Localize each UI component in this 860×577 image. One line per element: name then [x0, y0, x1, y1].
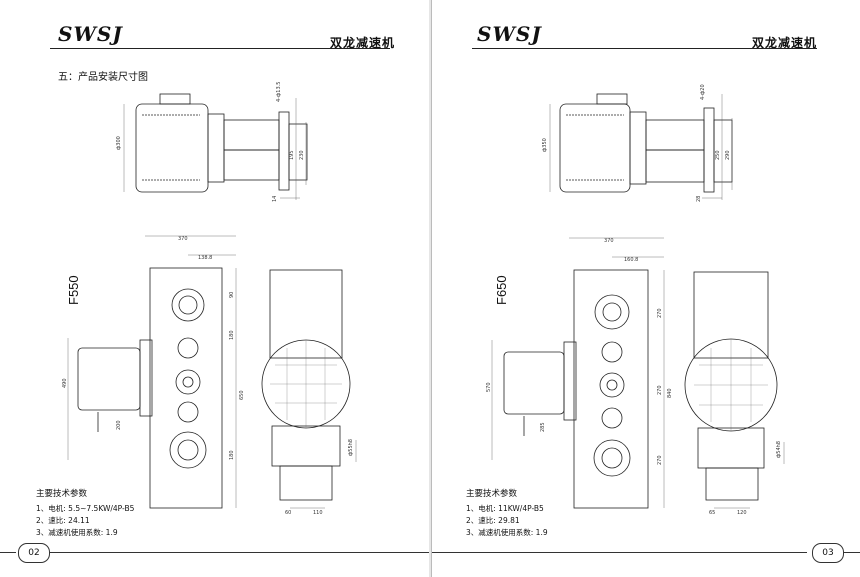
dim-bolt: 4-ф20: [700, 84, 706, 100]
motor-side: [77, 347, 141, 411]
specs-title: 主要技术参数: [466, 489, 518, 499]
motor-body: [135, 103, 209, 193]
section-title: 五：产品安装尺寸图: [58, 72, 148, 83]
dim-b: 230: [299, 150, 305, 160]
dim-v3: 180: [229, 450, 235, 460]
dim-v4: 650: [239, 390, 245, 400]
dim-width: 370: [604, 238, 614, 244]
spec-ratio: 2、速比: 24.11: [36, 516, 90, 525]
dim-v1: 90: [229, 292, 235, 298]
book-spine: [429, 0, 431, 577]
motor-flange: [629, 111, 647, 185]
dim-width2: 160.8: [624, 257, 638, 263]
page-number: 03: [812, 543, 844, 563]
header-rule: [472, 48, 817, 49]
motor-flange: [207, 113, 225, 183]
gearbox-body: [149, 267, 223, 509]
motor-side: [503, 351, 565, 415]
bearing-top: [171, 288, 205, 322]
brand-logo: SWSJ: [477, 22, 542, 46]
tech-specs: 主要技术参数 1、电机: 5.5~7.5KW/4P-B5 2、速比: 24.11…: [36, 488, 134, 539]
output-flange: [703, 107, 715, 193]
footer-rule: [432, 552, 807, 553]
terminal-box: [596, 93, 628, 105]
dim-a: 250: [715, 150, 721, 160]
dim-v2: 180: [229, 330, 235, 340]
brand-name: 双龙减速机: [330, 36, 396, 50]
specs-title: 主要技术参数: [36, 489, 88, 499]
tech-specs: 主要技术参数 1、电机: 11KW/4P-B5 2、速比: 29.81 3、减速…: [466, 488, 548, 539]
spec-motor: 1、电机: 11KW/4P-B5: [466, 504, 544, 513]
page-number: 02: [18, 543, 50, 563]
dim-s1: 65: [709, 510, 715, 516]
dim-v4: 840: [667, 388, 673, 398]
terminal-box: [159, 93, 191, 105]
dim-v2: 270: [657, 385, 663, 395]
dim-c: 14: [272, 196, 278, 202]
dim-s2: 120: [737, 510, 747, 516]
dim-h2: 200: [116, 420, 122, 430]
dim-b: 290: [725, 150, 731, 160]
footer-rule: [0, 552, 16, 553]
dim-bolt: 4-ф13.5: [276, 82, 282, 102]
right-page: SWSJ 双龙减速机 F650 主要技术参数 1、电机: 11KW/4P-B5 …: [431, 0, 860, 577]
brand-name: 双龙减速机: [752, 36, 818, 50]
bearing-bottom: [169, 431, 207, 469]
output-flange: [278, 111, 290, 191]
dim-width: 370: [178, 236, 188, 242]
left-page: SWSJ 双龙减速机 五：产品安装尺寸图 F550 主要技术参数 1、电机: 5…: [0, 0, 430, 577]
header-rule: [50, 48, 390, 49]
dim-shaft: ф54h8: [776, 441, 782, 458]
spec-service-factor: 3、减速机使用系数: 1.9: [36, 528, 118, 537]
spec-motor: 1、电机: 5.5~7.5KW/4P-B5: [36, 504, 135, 513]
dim-flange: ф350: [542, 138, 548, 152]
dim-a: 195: [289, 150, 295, 160]
footer-rule: [50, 552, 429, 553]
bearing-top: [594, 294, 630, 330]
dim-width2: 138.8: [198, 255, 212, 261]
dim-h1: 490: [62, 378, 68, 388]
dim-shaft: ф55h8: [348, 439, 354, 456]
gearbox-body: [573, 269, 649, 509]
motor-body: [559, 103, 631, 193]
spec-service-factor: 3、减速机使用系数: 1.9: [466, 528, 548, 537]
dim-s2: 110: [313, 510, 323, 516]
dim-v3: 270: [657, 455, 663, 465]
dim-c: 28: [696, 196, 702, 202]
dim-h1: 570: [486, 382, 492, 392]
drawing-f650: ф350 250 290 28 4-ф20: [486, 84, 785, 516]
dim-flange: ф300: [116, 136, 122, 150]
dim-s1: 60: [285, 510, 291, 516]
dim-h2: 285: [540, 422, 546, 432]
bearing-bottom: [593, 439, 631, 477]
footer-rule: [844, 552, 860, 553]
brand-logo: SWSJ: [58, 22, 123, 46]
dim-v1: 270: [657, 308, 663, 318]
gear-housing: [223, 119, 280, 151]
gear-housing: [645, 119, 705, 151]
drawing-f550: ф300 195 230 14 4-ф13.5: [62, 82, 357, 516]
spec-ratio: 2、速比: 29.81: [466, 516, 520, 525]
